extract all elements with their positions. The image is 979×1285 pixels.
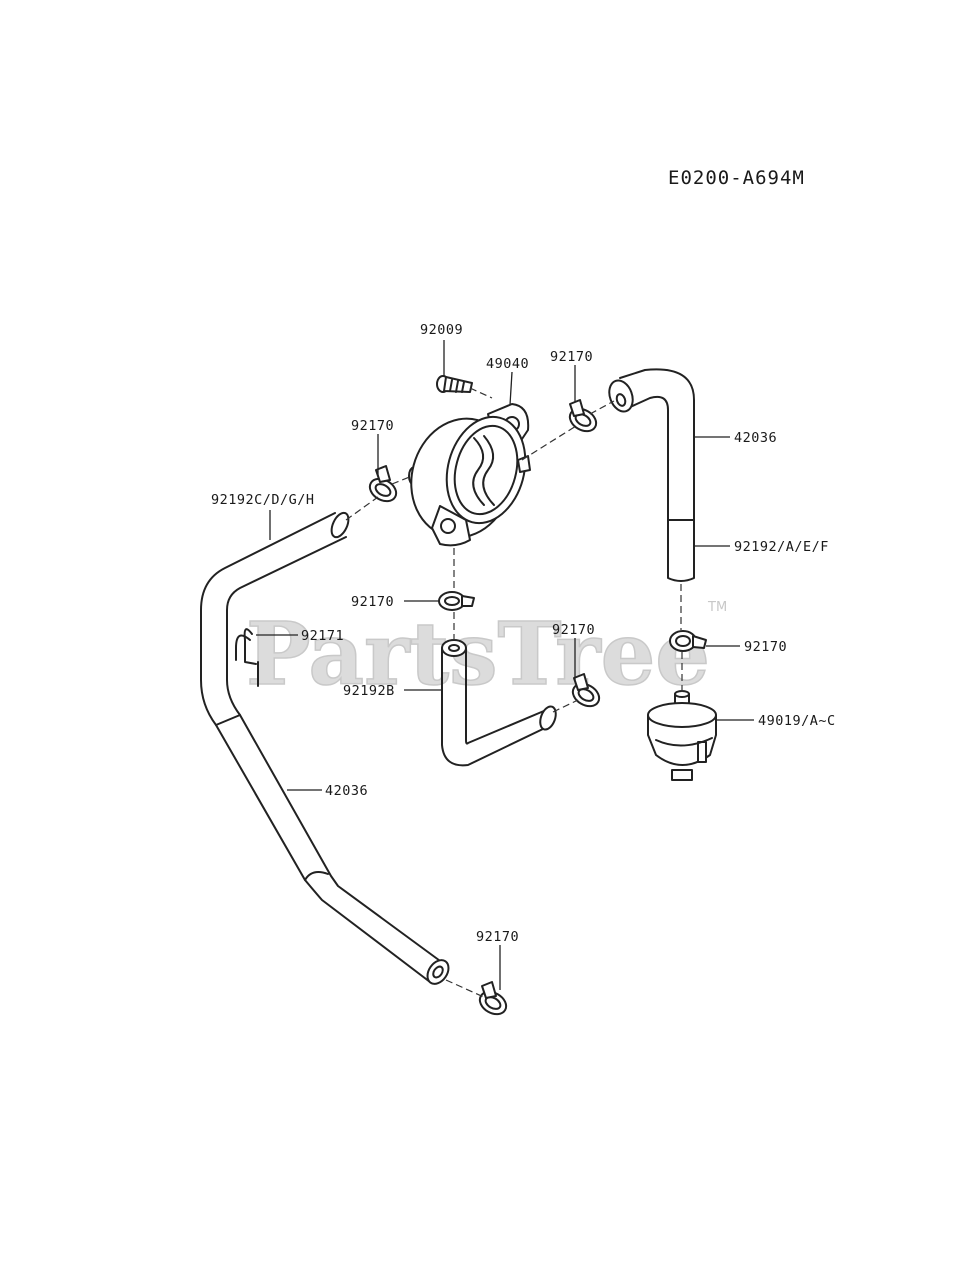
assembly-lines [345,387,683,999]
hose-right-lower[interactable] [667,519,695,582]
label-hose-left-lower: 42036 [325,783,368,799]
diagram-code: E0200-A694M [668,167,805,189]
callouts: 92009 49040 92170 92170 42036 92192/A/E/… [211,322,836,945]
label-clamp-top-right: 92170 [550,349,593,365]
label-hose-center: 92192B [343,683,395,699]
label-clamp-bottom: 92170 [476,929,519,945]
label-clamp-center: 92170 [351,594,394,610]
label-fuel-filter: 49019/A~C [758,713,836,729]
hose-right-upper[interactable] [605,368,695,521]
label-hose-right-upper: 42036 [734,430,777,446]
fuel-pump[interactable] [398,403,537,549]
clamp-bottom[interactable] [476,981,510,1019]
hose-left-upper[interactable] [200,510,352,726]
watermark-text: PartsTree [246,604,710,705]
watermark: PartsTree TM [245,600,727,706]
label-clamp-left: 92170 [351,418,394,434]
label-hose-left-upper: 92192C/D/G/H [211,492,315,508]
hose-left-lower[interactable] [215,714,453,988]
bolt[interactable] [436,375,473,393]
clamp-right[interactable] [669,630,707,652]
label-clamp-right: 92170 [744,639,787,655]
watermark-tm: TM [707,600,727,615]
label-hose-right-lower: 92192/A/E/F [734,539,829,555]
clip[interactable] [235,628,259,687]
leader-lines [256,340,754,990]
label-clamp-mid-right: 92170 [552,622,595,638]
clamp-left[interactable] [366,465,400,506]
label-bolt: 92009 [420,322,463,338]
label-clip: 92171 [301,628,344,644]
label-fuel-pump: 49040 [486,356,529,372]
clamp-top-right[interactable] [566,399,600,436]
clamp-mid-right[interactable] [569,673,603,711]
fuel-filter[interactable] [647,690,717,781]
